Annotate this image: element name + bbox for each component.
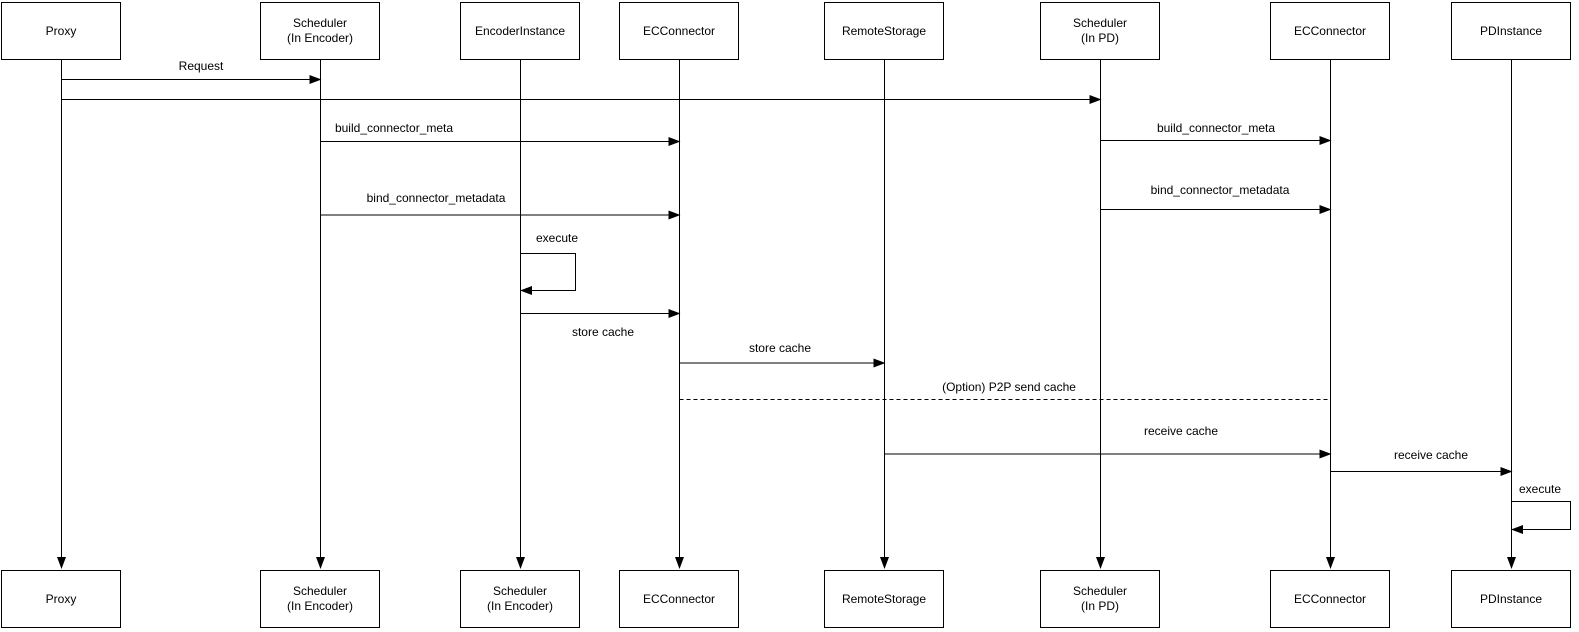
actor-box-bottom-pd-instance: PDInstance xyxy=(1451,570,1571,628)
actor-label: Scheduler (In PD) xyxy=(1072,16,1128,45)
actor-box-top-encoder-instance: EncoderInstance xyxy=(460,2,580,60)
actor-box-top-pd-instance: PDInstance xyxy=(1451,2,1571,60)
actor-label: Scheduler (In Encoder) xyxy=(486,584,554,613)
message-label-receive-cache-pd: receive cache xyxy=(1393,448,1469,462)
actor-label: Proxy xyxy=(45,23,77,38)
message-label-execute-encoder: execute xyxy=(535,231,579,245)
message-label-build-connector-meta-pd: build_connector_meta xyxy=(1156,121,1276,135)
actor-label: RemoteStorage xyxy=(841,23,927,38)
actor-label: PDInstance xyxy=(1479,23,1543,38)
actor-box-top-proxy: Proxy xyxy=(1,2,121,60)
actor-label: Scheduler (In PD) xyxy=(1072,584,1128,613)
actor-box-top-scheduler-pd: Scheduler (In PD) xyxy=(1040,2,1160,60)
actor-box-bottom-scheduler-pd: Scheduler (In PD) xyxy=(1040,570,1160,628)
actor-box-top-ec-connector-encoder: ECConnector xyxy=(619,2,739,60)
message-label-receive-cache-remote: receive cache xyxy=(1143,424,1219,438)
actor-box-bottom-encoder-instance: Scheduler (In Encoder) xyxy=(460,570,580,628)
message-label-bind-connector-metadata-encoder: bind_connector_metadata xyxy=(366,191,506,205)
actor-box-bottom-ec-connector-pd: ECConnector xyxy=(1270,570,1390,628)
message-label-store-cache-encoder: store cache xyxy=(571,325,635,339)
actor-box-bottom-ec-connector-encoder: ECConnector xyxy=(619,570,739,628)
actor-label: ECConnector xyxy=(642,23,716,38)
actor-box-bottom-proxy: Proxy xyxy=(1,570,121,628)
message-label-store-cache-remote: store cache xyxy=(748,341,812,355)
message-label-bind-connector-metadata-pd: bind_connector_metadata xyxy=(1150,183,1290,197)
message-label-build-connector-meta-encoder: build_connector_meta xyxy=(334,121,454,135)
actor-label: Proxy xyxy=(45,591,77,606)
actor-box-top-remote-storage: RemoteStorage xyxy=(824,2,944,60)
message-execute-pd xyxy=(1511,501,1571,534)
message-label-request: Request xyxy=(178,59,224,73)
actor-label: Scheduler (In Encoder) xyxy=(286,16,354,45)
message-label-execute-pd: execute xyxy=(1518,482,1562,496)
message-label-p2p-send-cache: (Option) P2P send cache xyxy=(942,380,1076,394)
actor-label: PDInstance xyxy=(1479,591,1543,606)
actor-box-top-scheduler-encoder: Scheduler (In Encoder) xyxy=(260,2,380,60)
actor-label: ECConnector xyxy=(642,591,716,606)
actor-box-top-ec-connector-pd: ECConnector xyxy=(1270,2,1390,60)
message-execute-encoder xyxy=(520,253,576,295)
actor-label: EncoderInstance xyxy=(474,23,566,38)
actor-box-bottom-remote-storage: RemoteStorage xyxy=(824,570,944,628)
actor-label: ECConnector xyxy=(1293,591,1367,606)
actor-box-bottom-scheduler-encoder: Scheduler (In Encoder) xyxy=(260,570,380,628)
actor-label: RemoteStorage xyxy=(841,591,927,606)
actor-label: ECConnector xyxy=(1293,23,1367,38)
actor-label: Scheduler (In Encoder) xyxy=(286,584,354,613)
